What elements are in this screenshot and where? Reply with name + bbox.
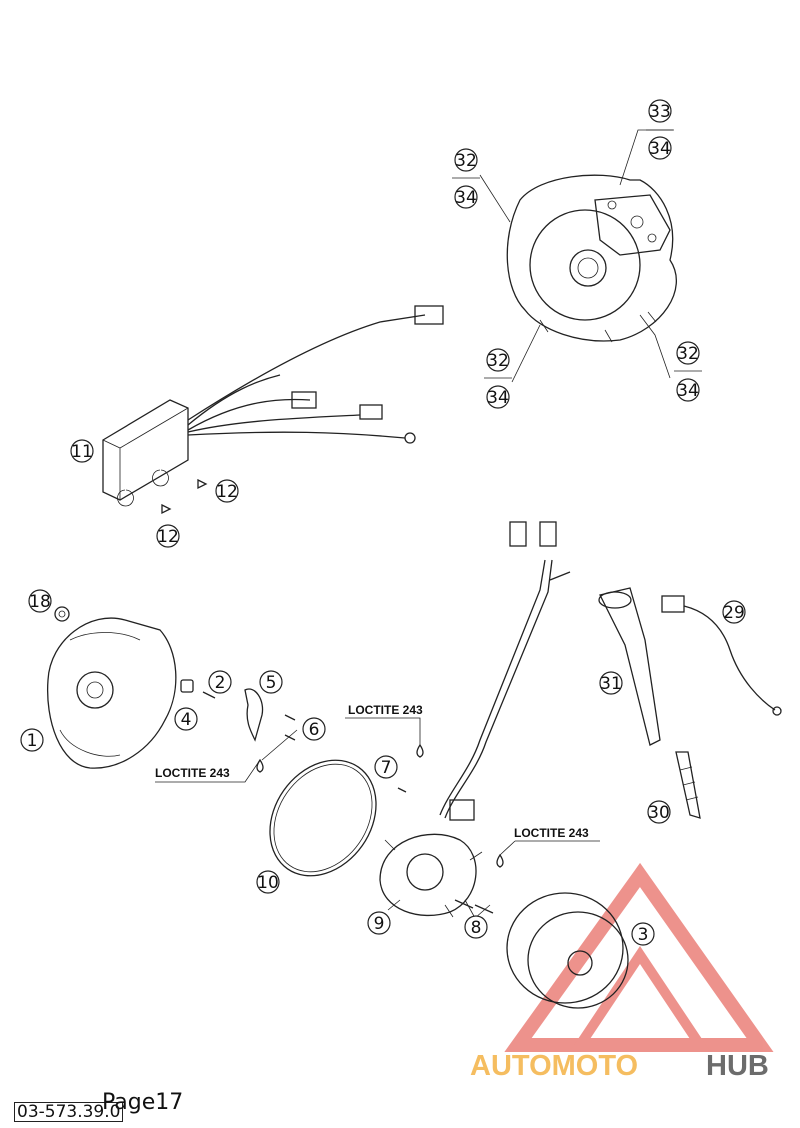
svg-text:33: 33: [649, 102, 671, 122]
callout-34c: 34: [486, 385, 510, 409]
callout-12b: 12: [156, 524, 180, 548]
svg-text:34: 34: [649, 139, 671, 159]
callout-12a: 12: [215, 479, 239, 503]
svg-text:6: 6: [309, 720, 320, 740]
svg-text:10: 10: [257, 873, 279, 893]
callout-34a: 34: [454, 185, 478, 209]
callout-separators: [452, 129, 702, 379]
svg-text:1: 1: [27, 731, 38, 751]
callout-32a: 32: [454, 148, 478, 172]
svg-text:5: 5: [266, 673, 277, 693]
leader-lines: [155, 129, 673, 919]
callout-2: 2: [208, 670, 232, 694]
svg-text:12: 12: [216, 482, 238, 502]
watermark-triangle: [504, 862, 774, 1052]
svg-text:29: 29: [723, 603, 745, 623]
small-parts: [180, 679, 296, 742]
callout-6: 6: [302, 717, 326, 741]
loctite-notes: LOCTITE 243 LOCTITE 243 LOCTITE 243: [155, 703, 589, 840]
page-label: Page17: [102, 1090, 184, 1115]
document-number: 03-573.39.0: [14, 1102, 124, 1122]
callout-32b: 32: [486, 348, 510, 372]
callout-7: 7: [374, 755, 398, 779]
callout-29: 29: [722, 600, 746, 624]
callout-3: 3: [631, 922, 655, 946]
flywheel: [506, 892, 629, 1009]
svg-text:32: 32: [677, 344, 699, 364]
loctite-note-left: LOCTITE 243: [155, 766, 230, 780]
screws: [256, 743, 504, 914]
svg-text:12: 12: [157, 527, 179, 547]
callout-9: 9: [367, 911, 391, 935]
svg-text:31: 31: [600, 674, 622, 694]
callout-markers: 1 2 3 4 5 6 7 8 9 10 11 12 12 18 29 30 3…: [20, 99, 746, 946]
callout-8: 8: [464, 915, 488, 939]
svg-text:34: 34: [487, 388, 509, 408]
ignition-cover: [46, 606, 177, 769]
callout-5: 5: [259, 670, 283, 694]
ignition-coil: [598, 587, 701, 819]
watermark-text: AUTOMOTO HUB: [470, 1050, 769, 1082]
callout-31: 31: [599, 671, 623, 695]
watermark-part2: HUB: [706, 1050, 769, 1082]
loctite-note-top: LOCTITE 243: [348, 703, 423, 717]
callout-11: 11: [70, 439, 94, 463]
svg-text:34: 34: [677, 381, 699, 401]
callout-32c: 32: [676, 341, 700, 365]
svg-text:11: 11: [71, 442, 93, 462]
stator: [379, 521, 571, 918]
loctite-note-right: LOCTITE 243: [514, 826, 589, 840]
coil-cable: [661, 595, 782, 716]
cdi-unit: [102, 305, 444, 515]
svg-text:9: 9: [374, 914, 385, 934]
svg-text:30: 30: [648, 803, 670, 823]
o-ring: [269, 759, 377, 877]
callout-34b: 34: [648, 136, 672, 160]
callout-33: 33: [648, 99, 672, 123]
callout-10: 10: [256, 870, 280, 894]
svg-text:32: 32: [455, 151, 477, 171]
svg-text:8: 8: [471, 918, 482, 938]
callout-1: 1: [20, 728, 44, 752]
callout-30: 30: [647, 800, 671, 824]
svg-text:4: 4: [181, 710, 192, 730]
callout-4: 4: [174, 707, 198, 731]
svg-text:18: 18: [29, 592, 51, 612]
stator-cover: [506, 174, 677, 343]
svg-text:32: 32: [487, 351, 509, 371]
svg-text:7: 7: [381, 758, 392, 778]
svg-text:3: 3: [638, 925, 649, 945]
watermark-part1: AUTOMOTO: [470, 1050, 638, 1082]
callout-34d: 34: [676, 378, 700, 402]
callout-18: 18: [28, 589, 52, 613]
svg-text:2: 2: [215, 673, 226, 693]
svg-text:34: 34: [455, 188, 477, 208]
